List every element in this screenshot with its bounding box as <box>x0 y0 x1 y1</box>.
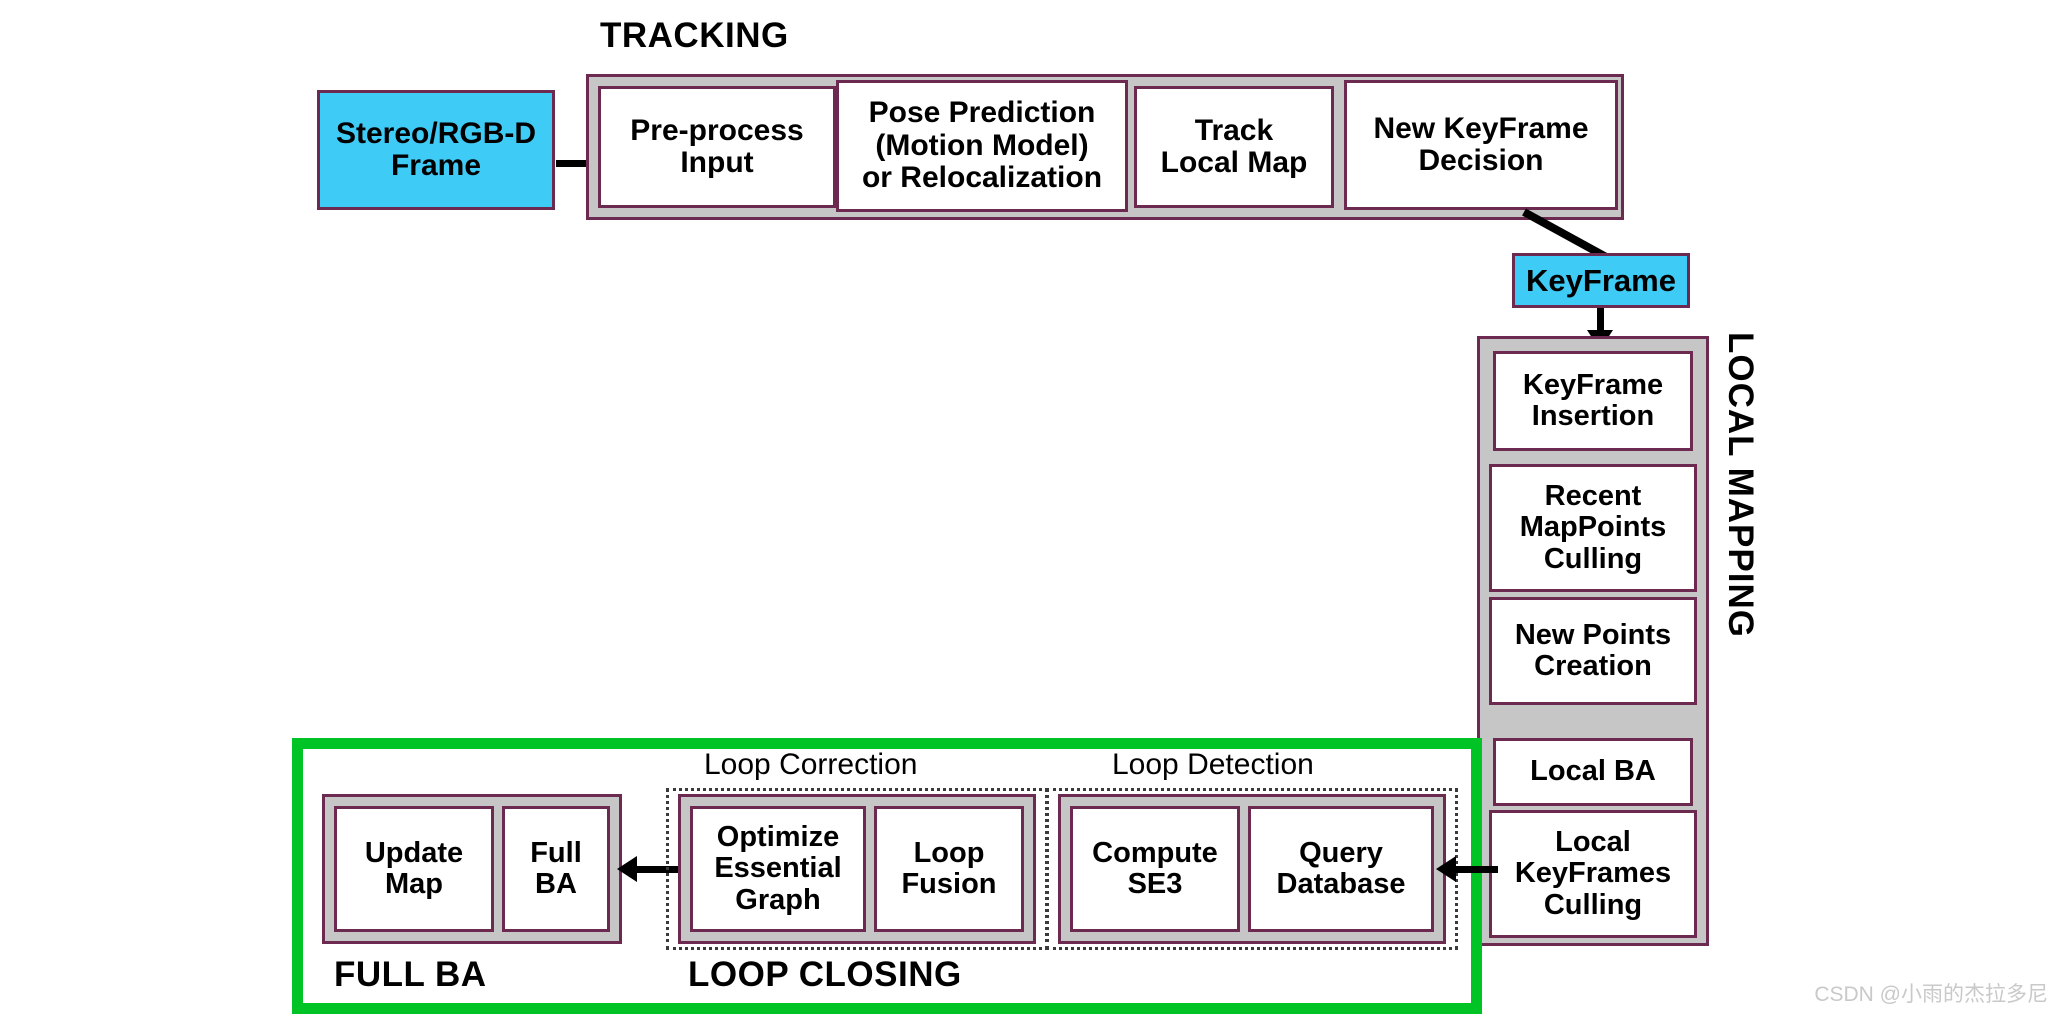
loop-correction-step-optimize-essential-graph: Optimize Essential Graph <box>690 806 866 932</box>
tracking-section-title: TRACKING <box>600 16 789 55</box>
full-ba-step-update-map: Update Map <box>334 806 494 932</box>
tracking-step-pose-prediction: Pose Prediction (Motion Model) or Reloca… <box>836 80 1128 212</box>
tracking-step-track-local-map: Track Local Map <box>1134 86 1334 208</box>
tracking-step-new-keyframe-decision: New KeyFrame Decision <box>1344 80 1618 210</box>
csdn-watermark: CSDN @小雨的杰拉多尼 <box>1814 983 2048 1006</box>
loop-correction-step-loop-fusion: Loop Fusion <box>874 806 1024 932</box>
full-ba-step-full-ba: Full BA <box>502 806 610 932</box>
loop-detection-label: Loop Detection <box>1112 748 1314 781</box>
keyframe-box: KeyFrame <box>1512 253 1690 308</box>
tracking-step-pre-process-input: Pre-process Input <box>598 86 836 208</box>
arrow-frame-to-tracking-line <box>556 160 588 167</box>
local-mapping-step-local-keyframes-culling: Local KeyFrames Culling <box>1489 810 1697 938</box>
loop-correction-label: Loop Correction <box>704 748 918 781</box>
arrow-loopcorrection-to-fullba-head <box>617 856 637 882</box>
loop-detection-step-compute-se3: Compute SE3 <box>1070 806 1240 932</box>
full-ba-section-title: FULL BA <box>334 955 487 994</box>
stereo-rgbd-frame-box: Stereo/RGB-D Frame <box>317 90 555 210</box>
arrow-keyframe-to-localmapping-line <box>1597 308 1604 334</box>
local-mapping-step-recent-mappoints-culling: Recent MapPoints Culling <box>1489 464 1697 592</box>
local-mapping-step-new-points-creation: New Points Creation <box>1489 597 1697 705</box>
loop-closing-section-title: LOOP CLOSING <box>688 955 962 994</box>
local-mapping-step-local-ba: Local BA <box>1493 738 1693 806</box>
arrow-localmapping-to-loopdetection-head <box>1436 856 1456 882</box>
loop-detection-step-query-database: Query Database <box>1248 806 1434 932</box>
local-mapping-section-title: LOCAL MAPPING <box>1721 332 1760 638</box>
arrow-loopcorrection-to-fullba-line <box>637 866 701 873</box>
arrow-localmapping-to-loopdetection-line <box>1456 866 1498 873</box>
bottom-green-frame <box>292 738 1482 1014</box>
local-mapping-step-keyframe-insertion: KeyFrame Insertion <box>1493 351 1693 451</box>
